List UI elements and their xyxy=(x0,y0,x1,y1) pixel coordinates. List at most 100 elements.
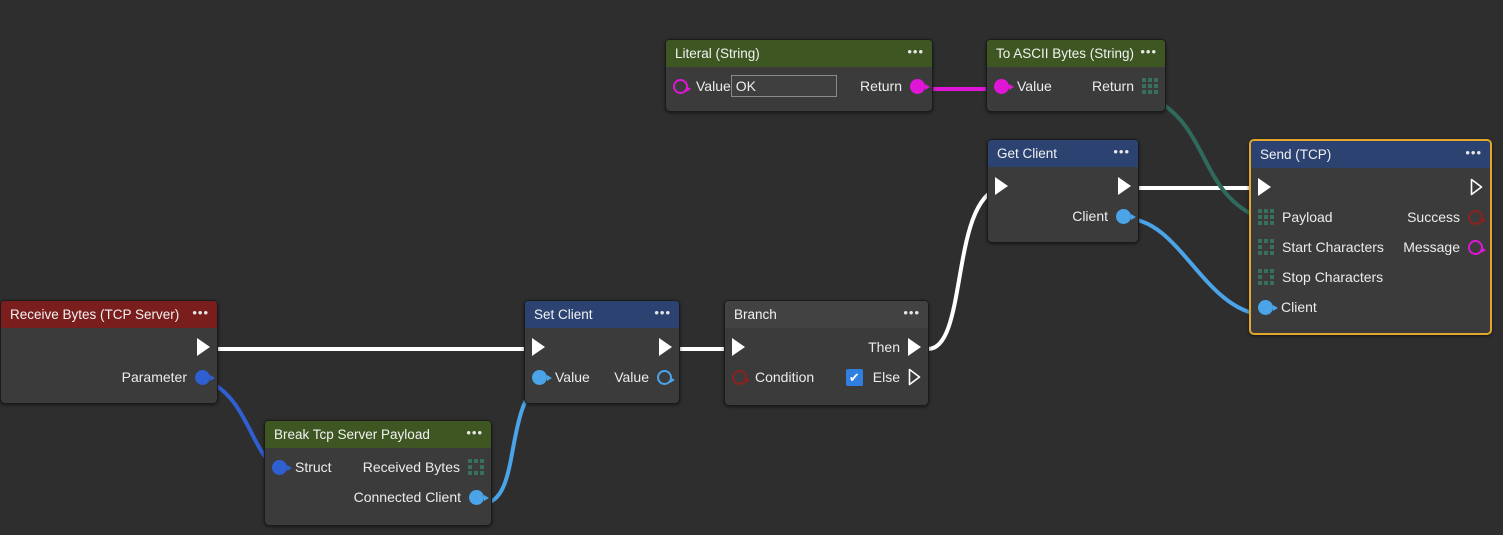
node-body-receive-bytes: Parameter xyxy=(1,328,217,400)
connected-client-data-pin[interactable] xyxy=(469,489,489,505)
received-bytes-array-pin-icon[interactable] xyxy=(468,459,484,475)
node-row: Condition ✔ Else xyxy=(725,362,928,392)
pin-group-right xyxy=(659,338,672,356)
pin-group-right: Return xyxy=(1092,78,1158,94)
pin-group-right: Success xyxy=(1407,209,1486,225)
node-row: Start Characters Message xyxy=(1251,232,1490,262)
pin-group-right: Message xyxy=(1403,239,1486,255)
pin-group-right xyxy=(1118,177,1131,195)
pin-group-right xyxy=(197,338,210,356)
exec-pin-filled-icon[interactable] xyxy=(995,177,1008,195)
value-data-pin[interactable] xyxy=(532,369,552,385)
pin-group-right: Connected Client xyxy=(354,489,489,505)
node-header-to-ascii-bytes-string[interactable]: To ASCII Bytes (String) ••• xyxy=(987,40,1165,67)
node-title: To ASCII Bytes (String) xyxy=(996,46,1135,61)
exec-pin-filled-icon[interactable] xyxy=(197,338,210,356)
condition-checkbox[interactable]: ✔ xyxy=(845,368,863,386)
payload-array-pin-icon[interactable] xyxy=(1258,209,1274,225)
parameter-data-pin[interactable] xyxy=(195,369,215,385)
node-header-receive-bytes[interactable]: Receive Bytes (TCP Server) ••• xyxy=(1,301,217,328)
exec-pin-filled-icon[interactable] xyxy=(1118,177,1131,195)
pin-label: Else xyxy=(872,369,900,385)
node-title: Break Tcp Server Payload xyxy=(274,427,430,442)
node-menu-icon[interactable]: ••• xyxy=(192,304,209,320)
node-header-branch[interactable]: Branch••• xyxy=(725,301,928,328)
node-menu-icon[interactable]: ••• xyxy=(1113,143,1130,159)
pin-label: Parameter xyxy=(121,369,187,385)
pin-label: Condition xyxy=(755,369,815,385)
node-menu-icon[interactable]: ••• xyxy=(654,304,671,320)
node-row: Parameter xyxy=(1,362,217,392)
pin-group-right: Return xyxy=(859,78,930,94)
struct-data-pin[interactable] xyxy=(272,459,292,475)
node-row: Client xyxy=(988,201,1138,231)
exec-pin-hollow-icon[interactable] xyxy=(1470,178,1483,196)
node-row: Client xyxy=(1251,292,1490,322)
pin-group-right: Value xyxy=(614,369,675,385)
node-header-break-tcp-server-payload[interactable]: Break Tcp Server Payload ••• xyxy=(265,421,491,448)
exec-pin-filled-icon[interactable] xyxy=(532,338,545,356)
node-menu-icon[interactable]: ••• xyxy=(1465,144,1482,160)
node-menu-icon[interactable]: ••• xyxy=(1140,43,1157,59)
wire-getclient-client-to-send-client[interactable] xyxy=(1128,217,1265,317)
value-data-pin[interactable] xyxy=(673,78,691,94)
exec-pin-filled-icon[interactable] xyxy=(659,338,672,356)
node-title: Receive Bytes (TCP Server) xyxy=(10,307,180,322)
client-data-pin[interactable] xyxy=(1258,299,1278,315)
pin-label: Value xyxy=(1017,78,1052,94)
node-get-client[interactable]: Get Client ••• Client xyxy=(987,139,1139,243)
node-menu-icon[interactable]: ••• xyxy=(466,424,483,440)
exec-pin-hollow-icon[interactable] xyxy=(908,368,921,386)
pin-label: Then xyxy=(868,339,900,355)
literal-value-input[interactable] xyxy=(730,75,837,97)
node-menu-icon[interactable]: ••• xyxy=(903,304,920,320)
node-title: Get Client xyxy=(997,146,1058,161)
node-row xyxy=(525,332,679,362)
node-header-set-client[interactable]: Set Client••• xyxy=(525,301,679,328)
pin-group-left xyxy=(1258,178,1271,196)
start-characters-array-pin-icon[interactable] xyxy=(1258,239,1274,255)
pin-group-left: Client xyxy=(1258,299,1317,315)
node-header-send-tcp[interactable]: Send (TCP)••• xyxy=(1251,141,1490,168)
pin-label: Value xyxy=(614,369,649,385)
value-data-pin[interactable] xyxy=(994,78,1014,94)
node-row: Connected Client xyxy=(265,482,491,512)
condition-data-pin[interactable] xyxy=(732,369,750,385)
node-row xyxy=(1,332,217,362)
return-data-pin[interactable] xyxy=(910,78,930,94)
node-menu-icon[interactable]: ••• xyxy=(907,43,924,59)
node-title: Literal (String) xyxy=(675,46,760,61)
node-header-get-client[interactable]: Get Client ••• xyxy=(988,140,1138,167)
pin-label: Success xyxy=(1407,209,1460,225)
node-row xyxy=(1251,172,1490,202)
exec-pin-filled-icon[interactable] xyxy=(1258,178,1271,196)
pin-label: Start Characters xyxy=(1282,239,1384,255)
message-data-pin[interactable] xyxy=(1468,239,1486,255)
pin-label: Return xyxy=(859,78,902,94)
value-data-pin[interactable] xyxy=(657,369,675,385)
pin-label: Client xyxy=(1281,299,1317,315)
exec-pin-filled-icon[interactable] xyxy=(732,338,745,356)
client-data-pin[interactable] xyxy=(1116,208,1136,224)
node-row: Then xyxy=(725,332,928,362)
node-receive-bytes[interactable]: Receive Bytes (TCP Server) ••• Parameter xyxy=(0,300,218,404)
stop-characters-array-pin-icon[interactable] xyxy=(1258,269,1274,285)
exec-pin-filled-icon[interactable] xyxy=(908,338,921,356)
node-row xyxy=(988,171,1138,201)
success-data-pin[interactable] xyxy=(1468,209,1486,225)
pin-label: Client xyxy=(1072,208,1108,224)
return-array-pin-icon[interactable] xyxy=(1142,78,1158,94)
node-header-literal-string[interactable]: Literal (String) ••• xyxy=(666,40,932,67)
wire-ascii-return-to-payload[interactable] xyxy=(1154,98,1264,221)
pin-label: Payload xyxy=(1282,209,1333,225)
node-to-ascii-bytes-string[interactable]: To ASCII Bytes (String) ••• Value Return xyxy=(986,39,1166,112)
